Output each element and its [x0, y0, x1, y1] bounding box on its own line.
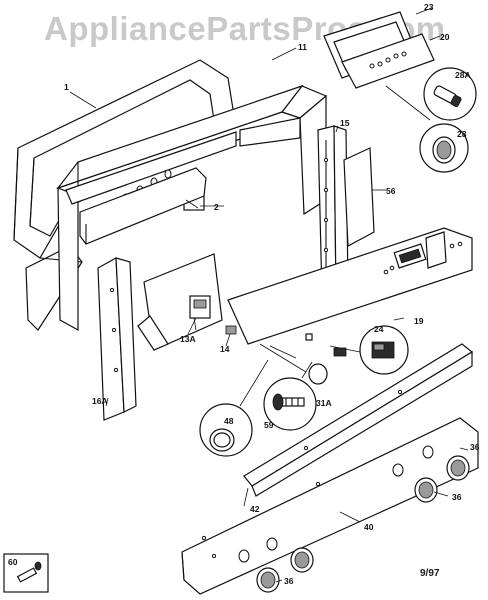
callout-36-c: 36 — [284, 576, 294, 586]
callout-60: 60 — [8, 557, 18, 567]
small-knob-part — [259, 333, 347, 385]
leader-lines — [69, 47, 469, 583]
inner-bracket-part — [79, 167, 224, 245]
mounting-bracket-part — [137, 253, 223, 351]
callout-labels: 1 11 2 23 20 28A 28 15 56 13A 14 19 24 1… — [8, 2, 480, 586]
front-panel-40-part — [181, 417, 479, 595]
callout-48: 48 — [224, 416, 234, 426]
inset-60-box — [3, 553, 49, 593]
callout-59: 59 — [264, 420, 274, 430]
callout-15: 15 — [340, 118, 350, 128]
callout-28: 28 — [457, 129, 467, 139]
rail-42-part — [243, 343, 474, 497]
callout-36-a: 36 — [470, 442, 480, 452]
callout-2: 2 — [214, 202, 219, 212]
control-panel-part — [227, 227, 473, 345]
callout-13a: 13A — [180, 334, 196, 344]
callout-42: 42 — [250, 504, 260, 514]
inset-28 — [419, 123, 469, 173]
inset-59 — [263, 377, 317, 431]
clock-board-part — [323, 7, 441, 89]
inset-48 — [199, 403, 253, 457]
clip-14-part — [225, 325, 237, 347]
inset-28a — [423, 67, 477, 121]
left-channel-part — [97, 257, 137, 421]
callout-1: 1 — [64, 82, 69, 92]
inset-24 — [359, 325, 409, 375]
callout-31a: 31A — [316, 398, 332, 408]
callout-23: 23 — [424, 2, 434, 12]
knob-36-part — [256, 455, 470, 593]
date-code: 9/97 — [420, 568, 440, 579]
callout-28a: 28A — [455, 70, 471, 80]
callout-14: 14 — [220, 344, 230, 354]
switch-13a-part — [187, 295, 211, 335]
callout-56: 56 — [386, 186, 396, 196]
callout-19: 19 — [414, 316, 424, 326]
callout-16a: 16A — [92, 396, 108, 406]
callout-36-b: 36 — [452, 492, 462, 502]
callout-24: 24 — [374, 324, 384, 334]
callout-11: 11 — [298, 42, 307, 52]
side-plate-part — [343, 147, 386, 247]
callout-40: 40 — [364, 522, 374, 532]
callout-20: 20 — [440, 32, 450, 42]
